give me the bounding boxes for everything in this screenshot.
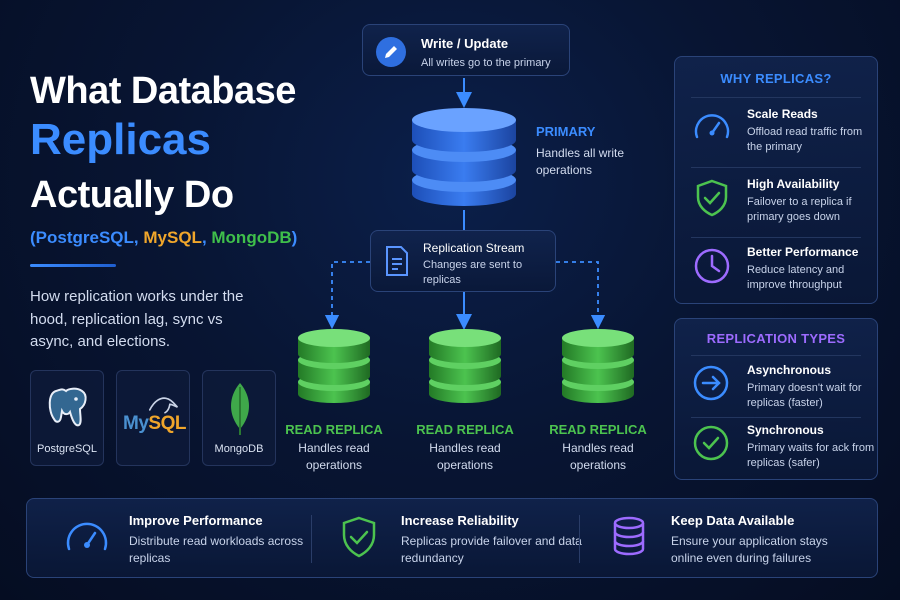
benefit-divider [311, 515, 312, 563]
shield-check-icon [696, 179, 728, 217]
replica-desc-1: Handles read operations [298, 441, 370, 472]
replication-types-panel: REPLICATION TYPES Asynchronous Primary d… [674, 318, 878, 480]
accent-divider [30, 264, 116, 267]
why-item-better-performance: Better Performance Reduce latency and im… [691, 245, 871, 301]
type-item-desc: Primary waits for ack from replicas (saf… [747, 442, 875, 469]
write-update-title: Write / Update [421, 36, 509, 51]
panel-divider [691, 355, 861, 356]
type-item-desc: Primary doesn't wait for replicas (faste… [747, 382, 862, 409]
replication-stream-title: Replication Stream [423, 241, 525, 255]
primary-label: PRIMARY [536, 124, 596, 139]
mongodb-leaf-icon [231, 383, 249, 435]
why-item-desc: Offload read traffic from the primary [747, 126, 863, 153]
benefit-desc: Distribute read workloads across replica… [129, 534, 304, 565]
replica-desc-2: Handles read operations [429, 441, 501, 472]
replica-database-icon-3 [562, 329, 634, 403]
postgresql-elephant-icon [48, 387, 87, 427]
primary-database-icon [412, 108, 516, 206]
replica-label-1: READ REPLICA [285, 422, 383, 437]
database-icon [613, 516, 645, 556]
mysql-logo-text-orange: SQL [148, 413, 186, 434]
logo-card-mysql: MySQL [116, 370, 190, 466]
logo-label-postgresql: PostgreSQL [37, 443, 97, 455]
primary-desc: Handles all write operations [536, 146, 625, 177]
why-replicas-panel: WHY REPLICAS? Scale Reads Offload read t… [674, 56, 878, 304]
logo-card-postgresql: PostgreSQL [30, 370, 104, 466]
database-list: (PostgreSQL, MySQL, MongoDB) [30, 228, 297, 248]
speedometer-icon [694, 114, 730, 139]
why-item-desc: Failover to a replica if primary goes do… [747, 196, 852, 223]
db-postgresql: PostgreSQL [35, 228, 134, 247]
db-mysql: MySQL [143, 228, 202, 247]
benefit-title: Increase Reliability [401, 513, 519, 528]
replication-stream-box: Replication Stream Changes are sent to r… [370, 230, 556, 292]
why-replicas-heading: WHY REPLICAS? [720, 71, 832, 86]
replication-types-heading: REPLICATION TYPES [706, 331, 846, 346]
replica-database-icon-2 [429, 329, 501, 403]
benefits-bar: Improve Performance Distribute read work… [26, 498, 878, 578]
write-update-box: Write / Update All writes go to the prim… [362, 24, 570, 76]
replica-database-icon-1 [298, 329, 370, 403]
db-mongodb: MongoDB [211, 228, 292, 247]
mysql-dolphin-icon [148, 397, 179, 414]
document-icon [386, 246, 408, 276]
pencil-icon [376, 37, 406, 67]
type-item-synchronous: Synchronous Primary waits for ack from r… [691, 423, 874, 479]
title-line-3: Actually Do [30, 174, 234, 216]
title-line-1: What Database [30, 70, 296, 112]
clock-icon [694, 248, 730, 284]
benefit-title: Keep Data Available [671, 513, 795, 528]
type-item-title: Synchronous [747, 423, 824, 437]
mysql-logo-text-blue: My [123, 413, 149, 434]
why-item-desc: Reduce latency and improve throughput [747, 264, 845, 291]
why-item-scale-reads: Scale Reads Offload read traffic from th… [691, 107, 871, 163]
why-item-title: High Availability [747, 177, 840, 191]
intro-text: How replication works under the hood, re… [30, 288, 244, 350]
shield-check-icon [342, 516, 376, 558]
replica-label-2: READ REPLICA [416, 422, 514, 437]
replication-connectors [324, 78, 606, 330]
paren-open: ( [30, 228, 36, 247]
type-item-asynchronous: Asynchronous Primary doesn't wait for re… [691, 363, 871, 419]
panel-divider [691, 97, 861, 98]
write-update-desc: All writes go to the primary [421, 57, 551, 69]
replication-stream-desc: Changes are sent to replicas [423, 259, 523, 286]
logo-card-mongodb: MongoDB [202, 370, 276, 466]
title-line-2: Replicas [30, 115, 211, 164]
why-item-title: Scale Reads [747, 107, 818, 121]
panel-divider [691, 237, 861, 238]
type-item-title: Asynchronous [747, 363, 832, 377]
logo-label-mongodb: MongoDB [214, 443, 264, 455]
speedometer-icon [66, 522, 108, 551]
benefit-desc: Replicas provide failover and data redun… [401, 534, 582, 565]
benefit-divider [579, 515, 580, 563]
why-item-high-availability: High Availability Failover to a replica … [691, 177, 871, 233]
paren-close: ) [291, 228, 298, 247]
mysql-logo-text: MySQL [123, 413, 186, 435]
why-item-title: Better Performance [747, 245, 859, 259]
benefit-title: Improve Performance [129, 513, 263, 528]
panel-divider [691, 417, 861, 418]
db-separator: , [133, 228, 144, 247]
replica-label-3: READ REPLICA [549, 422, 647, 437]
db-separator: , [201, 228, 212, 247]
check-circle-icon [693, 425, 729, 461]
arrow-circle-icon [693, 365, 729, 401]
replica-desc-3: Handles read operations [562, 441, 634, 472]
panel-divider [691, 167, 861, 168]
benefit-desc: Ensure your application stays online eve… [671, 534, 828, 565]
